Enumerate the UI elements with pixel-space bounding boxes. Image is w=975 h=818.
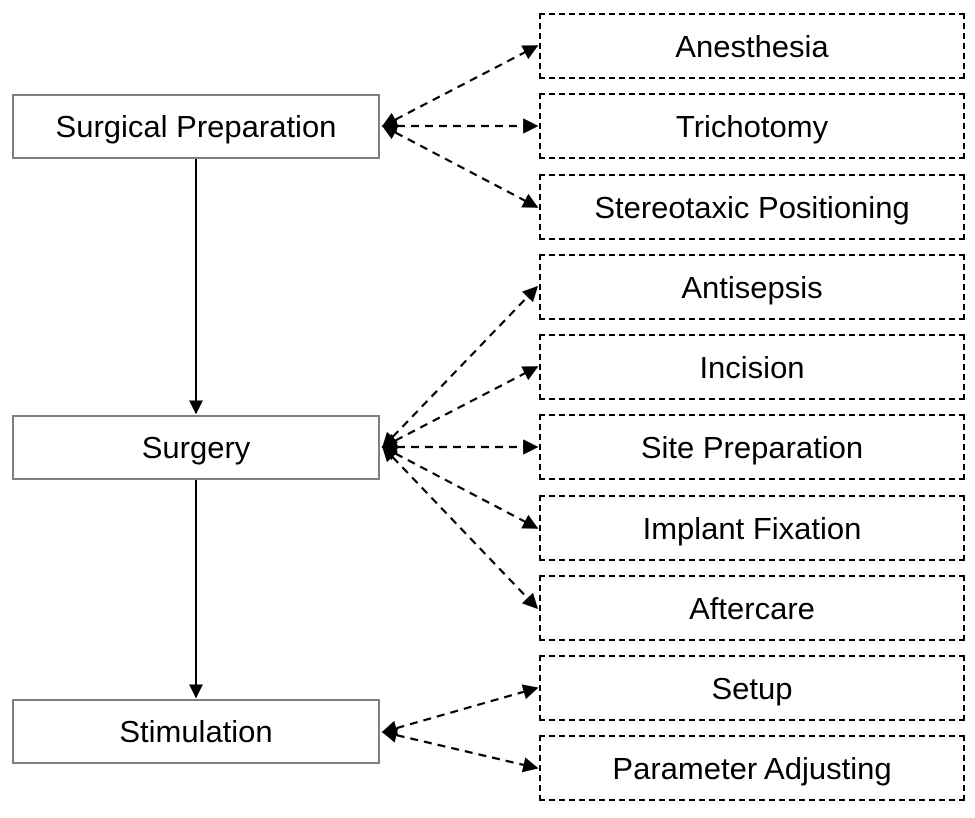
substep-box-parameter-adjusting: Parameter Adjusting <box>539 735 965 801</box>
stage-label: Surgical Preparation <box>55 109 337 144</box>
substep-label: Trichotomy <box>675 108 829 144</box>
substep-box-implant-fixation: Implant Fixation <box>539 495 965 561</box>
substep-label: Implant Fixation <box>642 510 862 546</box>
substep-box-setup: Setup <box>539 655 965 721</box>
substep-box-incision: Incision <box>539 334 965 400</box>
substep-label: Site Preparation <box>640 429 864 465</box>
substep-label: Aftercare <box>689 590 815 626</box>
substep-label: Anesthesia <box>675 28 829 64</box>
substep-box-site-preparation: Site Preparation <box>539 414 965 480</box>
stage-label: Stimulation <box>119 714 273 749</box>
substep-connectors <box>381 45 539 773</box>
substep-box-trichotomy: Trichotomy <box>539 93 965 159</box>
connector-surgical-preparation-stereotaxic-positioning <box>381 125 539 208</box>
connector-stimulation-parameter-adjusting <box>381 727 539 773</box>
substep-box-stereotaxic-positioning: Stereotaxic Positioning <box>539 174 965 240</box>
connector-surgery-incision <box>381 366 539 448</box>
substep-label: Parameter Adjusting <box>612 750 892 786</box>
substep-label: Stereotaxic Positioning <box>594 189 910 225</box>
substep-label: Setup <box>711 670 793 706</box>
stage-label: Surgery <box>141 430 251 465</box>
substep-box-aftercare: Aftercare <box>539 575 965 641</box>
connector-surgery-implant-fixation <box>381 446 539 529</box>
connector-surgery-aftercare <box>381 445 539 610</box>
substep-box-antisepsis: Antisepsis <box>539 254 965 320</box>
connector-stimulation-setup <box>381 684 539 736</box>
substep-label: Incision <box>699 349 805 385</box>
substep-label: Antisepsis <box>681 269 823 305</box>
substep-box-anesthesia: Anesthesia <box>539 13 965 79</box>
connector-surgery-antisepsis <box>381 285 539 449</box>
stage-box-stimulation: Stimulation <box>12 699 380 764</box>
stage-box-surgical-preparation: Surgical Preparation <box>12 94 380 159</box>
connector-surgical-preparation-anesthesia <box>381 45 539 127</box>
stage-box-surgery: Surgery <box>12 415 380 480</box>
